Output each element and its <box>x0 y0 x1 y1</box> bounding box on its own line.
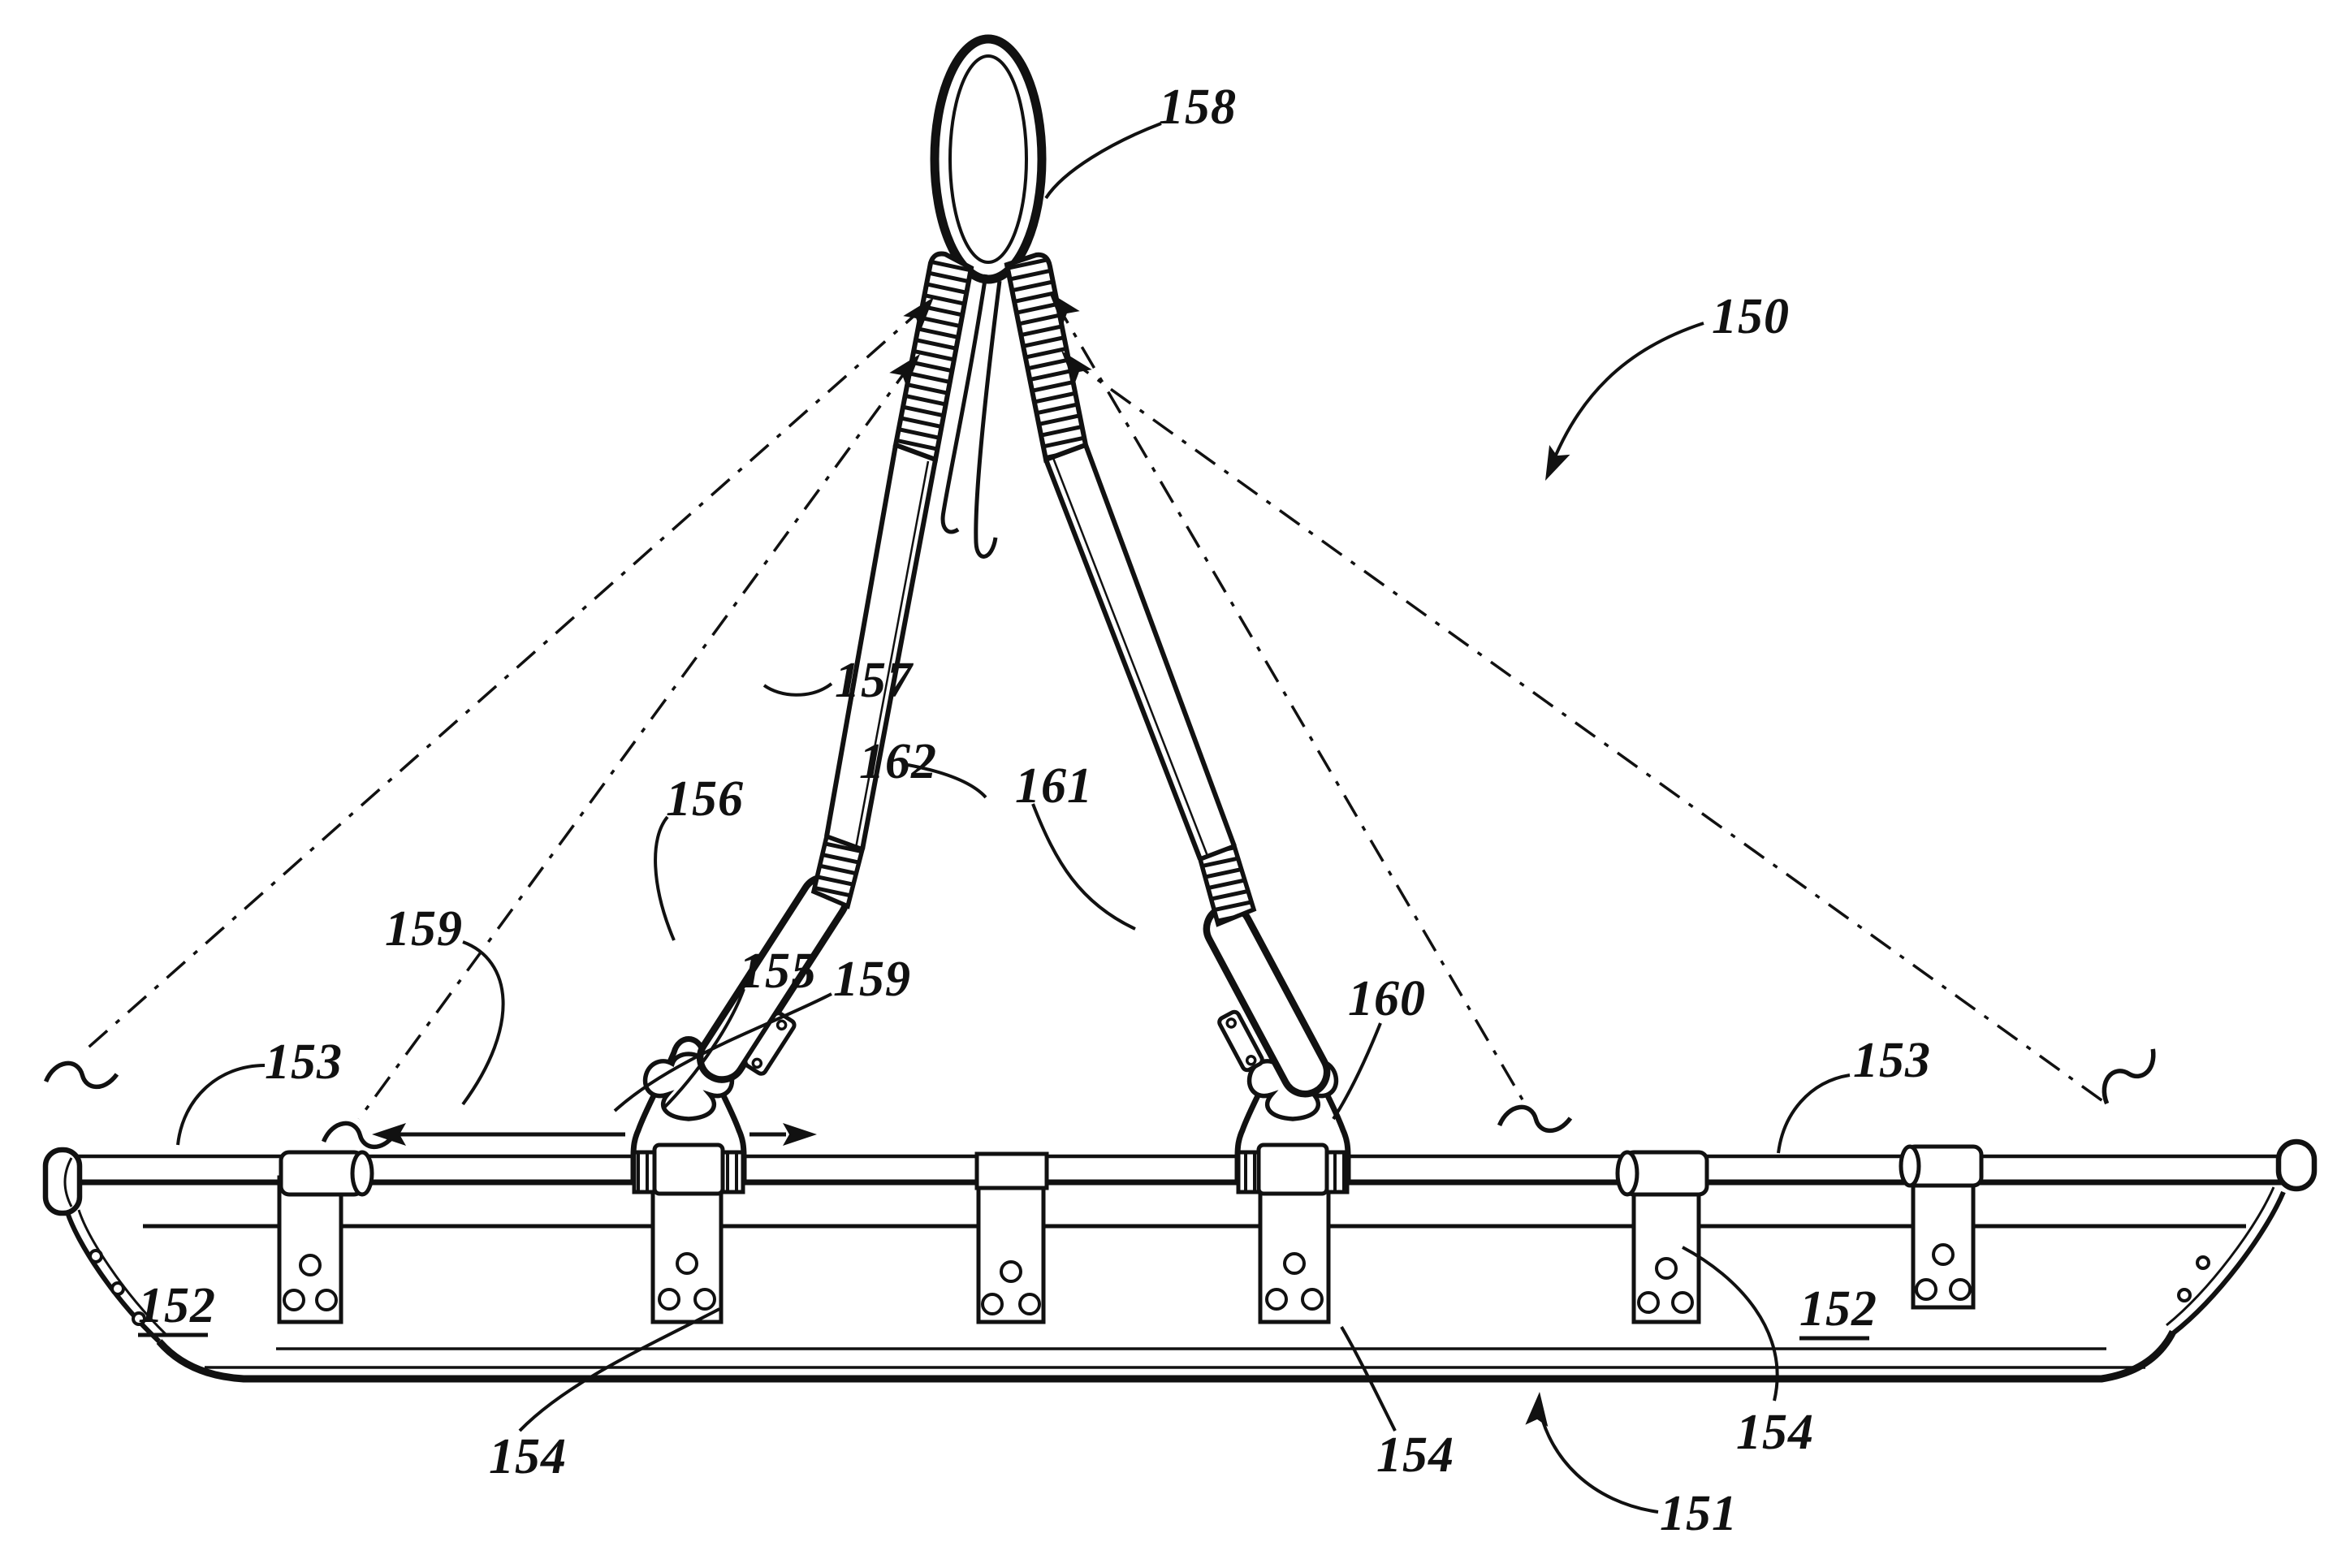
label-anchor-right: 160 <box>1348 971 1426 1026</box>
break-squiggle <box>43 1048 2156 1150</box>
strap-right-end-wrap <box>1197 843 1257 927</box>
bracket-1 <box>277 1150 374 1324</box>
rail-end-cap-right <box>2275 1138 2318 1192</box>
label-assembly: 150 <box>1712 289 1790 344</box>
label-beam: 151 <box>1660 1486 1738 1541</box>
label-slide-center: 159 <box>833 952 911 1007</box>
label-strap-left: 157 <box>835 653 914 708</box>
label-rail-left: 153 <box>265 1035 343 1090</box>
label-bracket-left: 154 <box>489 1429 567 1484</box>
label-anchor-left: 155 <box>739 944 817 999</box>
alternate-position-lines <box>43 301 2156 1150</box>
anchor-left <box>633 1039 744 1196</box>
label-ring: 158 <box>1159 80 1237 135</box>
bracket-6 <box>1899 1144 1984 1310</box>
bracket-5 <box>1615 1150 1709 1324</box>
rail-end-cap-left <box>42 1147 83 1216</box>
strap-center-loop <box>940 274 1002 559</box>
strap-left-ring-wrap <box>892 251 974 464</box>
anchor-right <box>1238 1039 1348 1196</box>
carabiner-right-gate <box>1217 1009 1264 1073</box>
bracket-3 <box>974 1151 1049 1324</box>
label-carabiner-right: 161 <box>1015 758 1093 814</box>
label-rail-right: 153 <box>1853 1033 1931 1088</box>
slide-arrow <box>372 1123 817 1146</box>
strap-left-end-wrap <box>810 833 866 909</box>
label-strap-right: 162 <box>859 734 937 789</box>
label-bracket-right: 154 <box>1736 1405 1814 1460</box>
beam-tray <box>42 1138 2318 1383</box>
leader-lines <box>138 122 1869 1514</box>
strap-left <box>810 251 974 909</box>
bracket-4 <box>1258 1185 1331 1324</box>
label-slide-left: 159 <box>385 901 463 957</box>
strap-right-ring-wrap <box>1004 252 1089 464</box>
label-tray-left: 152 <box>138 1278 216 1333</box>
strap-right <box>1004 252 1257 927</box>
bracket-2 <box>650 1185 724 1324</box>
carabiner-right <box>1203 903 1331 1098</box>
label-carabiner-left: 156 <box>666 771 744 827</box>
labels: 158 150 157 162 161 156 155 159 159 160 … <box>138 80 1931 1541</box>
lifting-ring <box>930 34 1047 284</box>
carabiner-left-gate <box>743 1011 797 1076</box>
label-bracket-mid: 154 <box>1376 1428 1454 1483</box>
label-tray-right: 152 <box>1799 1281 1877 1337</box>
